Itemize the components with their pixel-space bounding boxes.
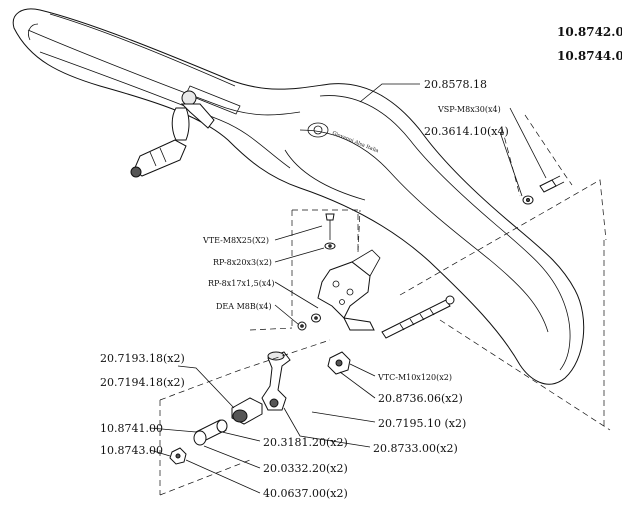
label-rp-washer-a: RP-8x20x3(x2): [213, 258, 272, 267]
left-arm-assembly: [130, 90, 215, 178]
header-code-1: 10.8742.00: [557, 25, 622, 39]
label-side-2: 10.8743.00: [100, 444, 163, 457]
label-part-d: 20.3181.20(x2): [263, 436, 348, 449]
leader-lines: [149, 83, 547, 494]
label-dea-nut: DEA M8B(x4): [216, 302, 272, 311]
label-part-a2: 20.7194.18(x2): [100, 376, 185, 389]
top-right-fasteners: [501, 114, 573, 205]
lower-parts: [159, 179, 611, 496]
bracket-assembly: [291, 209, 455, 339]
header-code-2: 10.8744.00: [557, 49, 622, 63]
label-vtc-bolt: VTC-M10x120(x2): [377, 373, 452, 382]
label-part-c: 20.7195.10 (x2): [378, 417, 466, 430]
label-vte-screw: VTE-M8X25(X2): [202, 236, 269, 245]
label-frame: 20.8578.18: [424, 78, 487, 91]
label-vsp-screw: VSP-M8x30(x4): [437, 105, 501, 114]
label-part-g: 40.0637.00(x2): [263, 487, 348, 500]
label-part-b: 20.8736.06(x2): [378, 392, 463, 405]
part-labels: 10.8742.00 10.8744.00 20.8578.18 VSP-M8x…: [100, 25, 622, 500]
main-frame-drawing: Giovanni Alsa Italia: [12, 8, 585, 385]
label-part-a1: 20.7193.18(x2): [100, 352, 185, 365]
label-washer-top: 20.3614.10(x4): [424, 125, 509, 138]
label-part-f: 20.0332.20(x2): [263, 462, 348, 475]
label-part-e: 20.8733.00(x2): [373, 442, 458, 455]
label-rp-washer-b: RP-8x17x1,5(x4): [208, 279, 275, 288]
label-side-1: 10.8741.00: [100, 422, 163, 435]
